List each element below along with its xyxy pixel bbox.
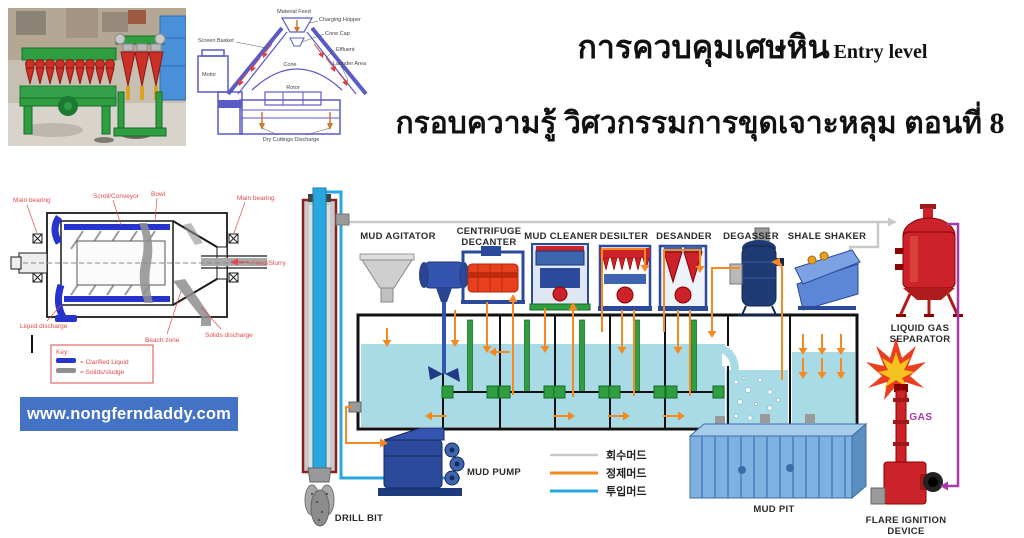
tank-agitators <box>441 319 725 399</box>
dryer-motor <box>197 49 229 93</box>
label-mud-agitator: MUD AGITATOR <box>360 231 436 242</box>
label-gas: GAS <box>909 412 932 423</box>
dryer-label-rotor: Rotor <box>286 85 300 91</box>
degasser <box>729 227 784 316</box>
dryer-label-material-feed: Material Feed <box>277 9 311 15</box>
clarified-liquid-layer <box>51 215 170 322</box>
liquid-gas-separator <box>895 204 963 317</box>
centrifuge-label-main-bearing-left: Main bearing <box>13 197 51 204</box>
wellbore <box>301 187 350 474</box>
desander-photo <box>113 33 167 137</box>
desilter-photo <box>19 47 117 135</box>
dryer-label-motor: Motor <box>202 72 216 78</box>
flare-ignition-device <box>866 338 943 505</box>
key-solids-sludge: = Solids/sludge <box>80 369 125 376</box>
mud-tank <box>348 313 859 431</box>
centrifuge-label-liquid-discharge: Liquid discharge <box>20 323 68 330</box>
label-liquid-gas: LIQUID GAS <box>891 323 949 334</box>
website-banner: www.nongferndaddy.com <box>20 397 238 431</box>
mud-cleaner <box>529 243 591 311</box>
key-title: Key: <box>56 349 69 356</box>
legend-label-input: 투입머드 <box>606 484 646 498</box>
desilter <box>598 244 652 311</box>
label-centrifuge: CENTRIFUGE <box>457 226 522 237</box>
centrifuge-label-bowl: Bowl <box>151 191 166 198</box>
cuttings-dryer-diagram: Material Feed Charging Hopper Cone Cap S… <box>197 9 368 143</box>
page-title-thai: การควบคุมเศษหิน <box>577 29 830 65</box>
dryer-label-charging-hopper: Charging Hopper <box>319 17 361 23</box>
dryer-label-cone-cap: Cone Cap <box>325 31 350 37</box>
page-subtitle: กรอบความรู้ วิศวกรรมการขุดเจาะหลุม ตอนที… <box>395 107 1005 140</box>
label-mud-pump: MUD PUMP <box>467 467 521 478</box>
decanter-centrifuge-diagram: Main bearing Scroll/Conveyor Bowl Main b… <box>10 191 286 384</box>
label-separator: SEPARATOR <box>890 334 951 345</box>
drill-bit <box>304 467 335 527</box>
label-decanter: DECANTER <box>461 237 516 248</box>
centrifuge-label-solids-discharge: Solids discharge <box>205 332 253 339</box>
gas-line <box>940 222 960 491</box>
mud-pump <box>378 427 465 496</box>
centrifuge-decanter <box>461 246 525 304</box>
label-degasser: DEGASSER <box>723 231 779 242</box>
dryer-label-dry-cuttings-discharge: Dry Cuttings Discharge <box>263 137 320 143</box>
legend: 회수머드 정제머드 투입머드 <box>550 448 646 498</box>
legend-label-refined: 정제머드 <box>606 466 646 480</box>
key-clarified-liquid: = Clarified Liquid <box>80 359 129 366</box>
shale-shaker <box>794 249 861 311</box>
label-mud-pit: MUD PIT <box>753 504 794 515</box>
page-title-suffix: Entry level <box>833 41 928 63</box>
dryer-label-launder-area: Launder Area <box>333 61 367 67</box>
centrifuge-label-beach-zone: Beach zone <box>145 337 180 344</box>
dryer-label-cone: Cone <box>283 62 296 68</box>
label-shale-shaker: SHALE SHAKER <box>788 231 867 242</box>
mud-pit <box>688 414 868 500</box>
refined-mud-lines <box>345 248 846 448</box>
centrifuge-key-box: Key: = Clarified Liquid = Solids/sludge <box>50 344 154 384</box>
dryer-label-screen-basket: Screen Basket <box>198 38 234 44</box>
label-flare-device: DEVICE <box>887 526 924 537</box>
centrifuge-label-feed-slurry: Feed/Slurry <box>252 260 286 267</box>
equipment-photo <box>8 8 186 146</box>
label-desilter: DESILTER <box>600 231 649 242</box>
legend-label-recovered: 회수머드 <box>606 448 646 462</box>
centrifuge-label-scroll-conveyor: Scroll/Conveyor <box>93 193 140 200</box>
centrifuge-label-main-bearing-right: Main bearing <box>237 195 275 202</box>
dryer-label-effluent: Effluent <box>336 47 355 53</box>
mud-circulation-diagram: DRILL BIT <box>301 187 963 537</box>
label-flare-ignition: FLARE IGNITION <box>866 515 947 526</box>
blue-machine-background <box>159 15 186 101</box>
label-drill-bit: DRILL BIT <box>335 513 383 524</box>
label-mud-cleaner: MUD CLEANER <box>524 231 598 242</box>
label-desander: DESANDER <box>656 231 712 242</box>
page-title: การควบคุมเศษหิน Entry level <box>500 22 1005 73</box>
